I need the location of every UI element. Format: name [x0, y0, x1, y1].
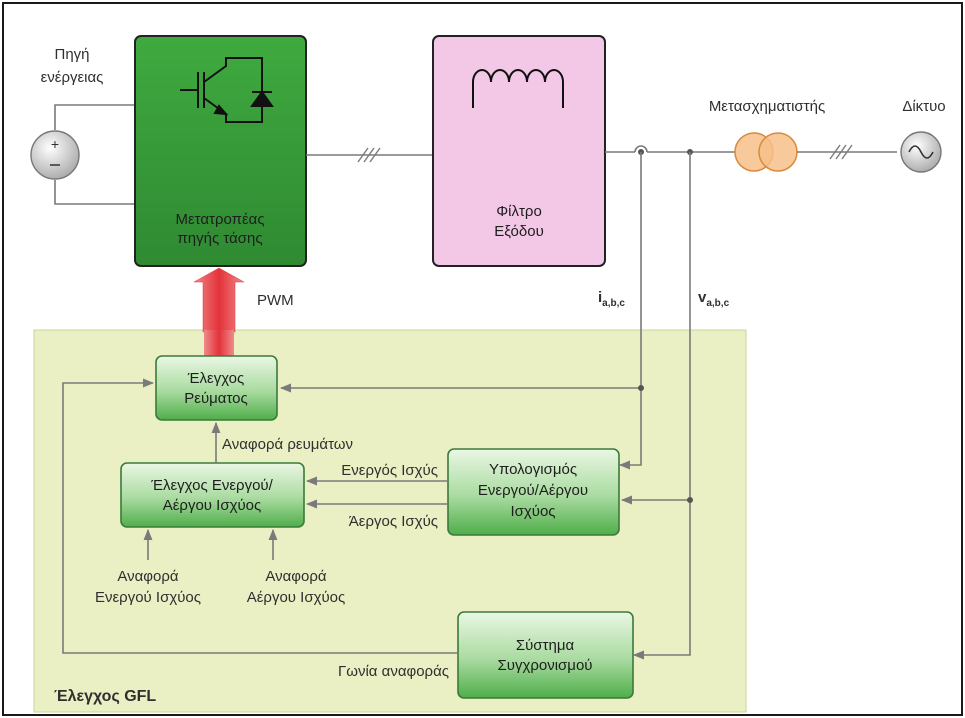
active-power-label: Ενεργός Ισχύς: [341, 462, 438, 479]
synchronization-block: [457, 611, 634, 699]
active-power-ref-line2: Ενεργού Ισχύος: [95, 589, 201, 606]
filter-label-line1: Φίλτρο: [496, 203, 542, 220]
current-control-label-line1: Έλεγχος: [187, 370, 245, 387]
svg-text:+: +: [51, 136, 59, 152]
igbt-switch-icon: [180, 57, 274, 123]
sync-label-line2: Συγχρονισμού: [497, 657, 592, 674]
pwm-arrow-shaft-lower: [204, 330, 234, 356]
reactive-power-ref-line2: Αέργου Ισχύος: [247, 589, 346, 606]
power-control-label-line2: Αέργου Ισχύος: [163, 497, 262, 514]
reactive-power-ref-line1: Αναφορά: [265, 568, 327, 585]
active-power-ref-line1: Αναφορά: [117, 568, 179, 585]
converter-label-line2: πηγής τάσης: [177, 230, 262, 247]
current-references-label: Αναφορά ρευμάτων: [222, 436, 353, 453]
current-sense-line: [618, 152, 642, 470]
current-control-label-line2: Ρεύματος: [184, 390, 248, 407]
filter-label-line2: Εξόδου: [494, 223, 544, 240]
three-phase-marks-1: [357, 147, 381, 163]
three-phase-marks-2: [829, 144, 853, 160]
energy-source-label-line1: Πηγή: [54, 46, 89, 63]
reference-angle-line: [62, 378, 458, 654]
pwm-label: PWM: [257, 292, 294, 309]
voltage-sense-label: va,b,c: [698, 289, 730, 309]
current-feedback-node: [638, 385, 644, 391]
current-sensor-loop: [634, 145, 648, 153]
power-calc-label-line2: Ενεργού/Αέργου: [478, 482, 588, 499]
dc-voltage-source-icon: +: [30, 130, 80, 180]
grid-label: Δίκτυο: [902, 98, 945, 115]
power-calculation-block: [447, 448, 620, 536]
current-sense-label: ia,b,c: [598, 289, 625, 309]
control-region-title: Έλεγχος GFL: [54, 688, 156, 705]
power-control-label-line1: Έλεγχος Ενεργού/: [150, 477, 273, 494]
converter-label-line1: Μετατροπέας: [175, 211, 264, 228]
power-control-block: [120, 462, 305, 528]
voltage-feedback-node: [687, 497, 693, 503]
transformer-icon: [734, 132, 798, 172]
inductor-coil-icon: [472, 69, 564, 108]
power-calc-label-line1: Υπολογισμός: [489, 461, 577, 478]
transformer-label: Μετασχηματιστής: [709, 98, 825, 115]
pwm-signal-arrow: [193, 267, 245, 333]
reference-angle-label: Γωνία αναφοράς: [338, 663, 449, 680]
power-calc-label-line3: Ισχύος: [510, 503, 555, 520]
source-bottom-wire: [54, 180, 135, 205]
current-control-block: [155, 355, 278, 421]
sync-label-line1: Σύστημα: [516, 637, 575, 654]
ac-grid-source-icon: [900, 131, 942, 173]
reactive-power-label: Άεργος Ισχύς: [349, 513, 438, 530]
energy-source-label-line2: ενέργειας: [41, 69, 104, 86]
source-top-wire: [54, 104, 135, 130]
voltage-sense-line: [632, 152, 691, 660]
